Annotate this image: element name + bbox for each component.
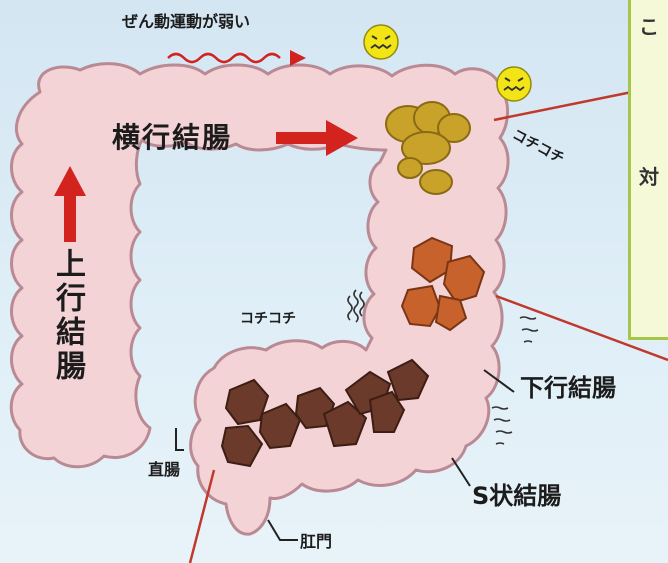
hard-label-mid: コチコチ (240, 311, 296, 327)
transverse-arrow (276, 120, 358, 156)
peristalsis-label: ぜん動運動が弱い (122, 12, 251, 31)
stool-orange (400, 236, 486, 332)
label-pointers (175, 369, 515, 541)
leader-lines (188, 90, 668, 563)
peristalsis-wave (167, 52, 281, 64)
peristalsis-arrowhead (290, 50, 306, 66)
stool-yellow (385, 101, 471, 195)
worried-face-icon (363, 24, 399, 60)
stool-brown (220, 358, 430, 468)
descending-colon-label: 下行結腸 (520, 374, 616, 402)
info-box-char-top: こ (639, 15, 659, 39)
info-box: こ 対 (628, 0, 668, 340)
ascending-arrow (54, 166, 86, 242)
squiggle-marks (347, 289, 539, 445)
rectum-label: 直腸 (148, 460, 181, 479)
transverse-colon-label: 横行結腸 (112, 121, 233, 154)
worried-face-icon (496, 66, 532, 102)
info-box-char-mid: 対 (639, 165, 659, 189)
ascending-colon-label: 上行結腸 (50, 248, 85, 384)
sigmoid-colon-label: S状結腸 (472, 482, 562, 510)
anus-label: 肛門 (300, 532, 333, 551)
